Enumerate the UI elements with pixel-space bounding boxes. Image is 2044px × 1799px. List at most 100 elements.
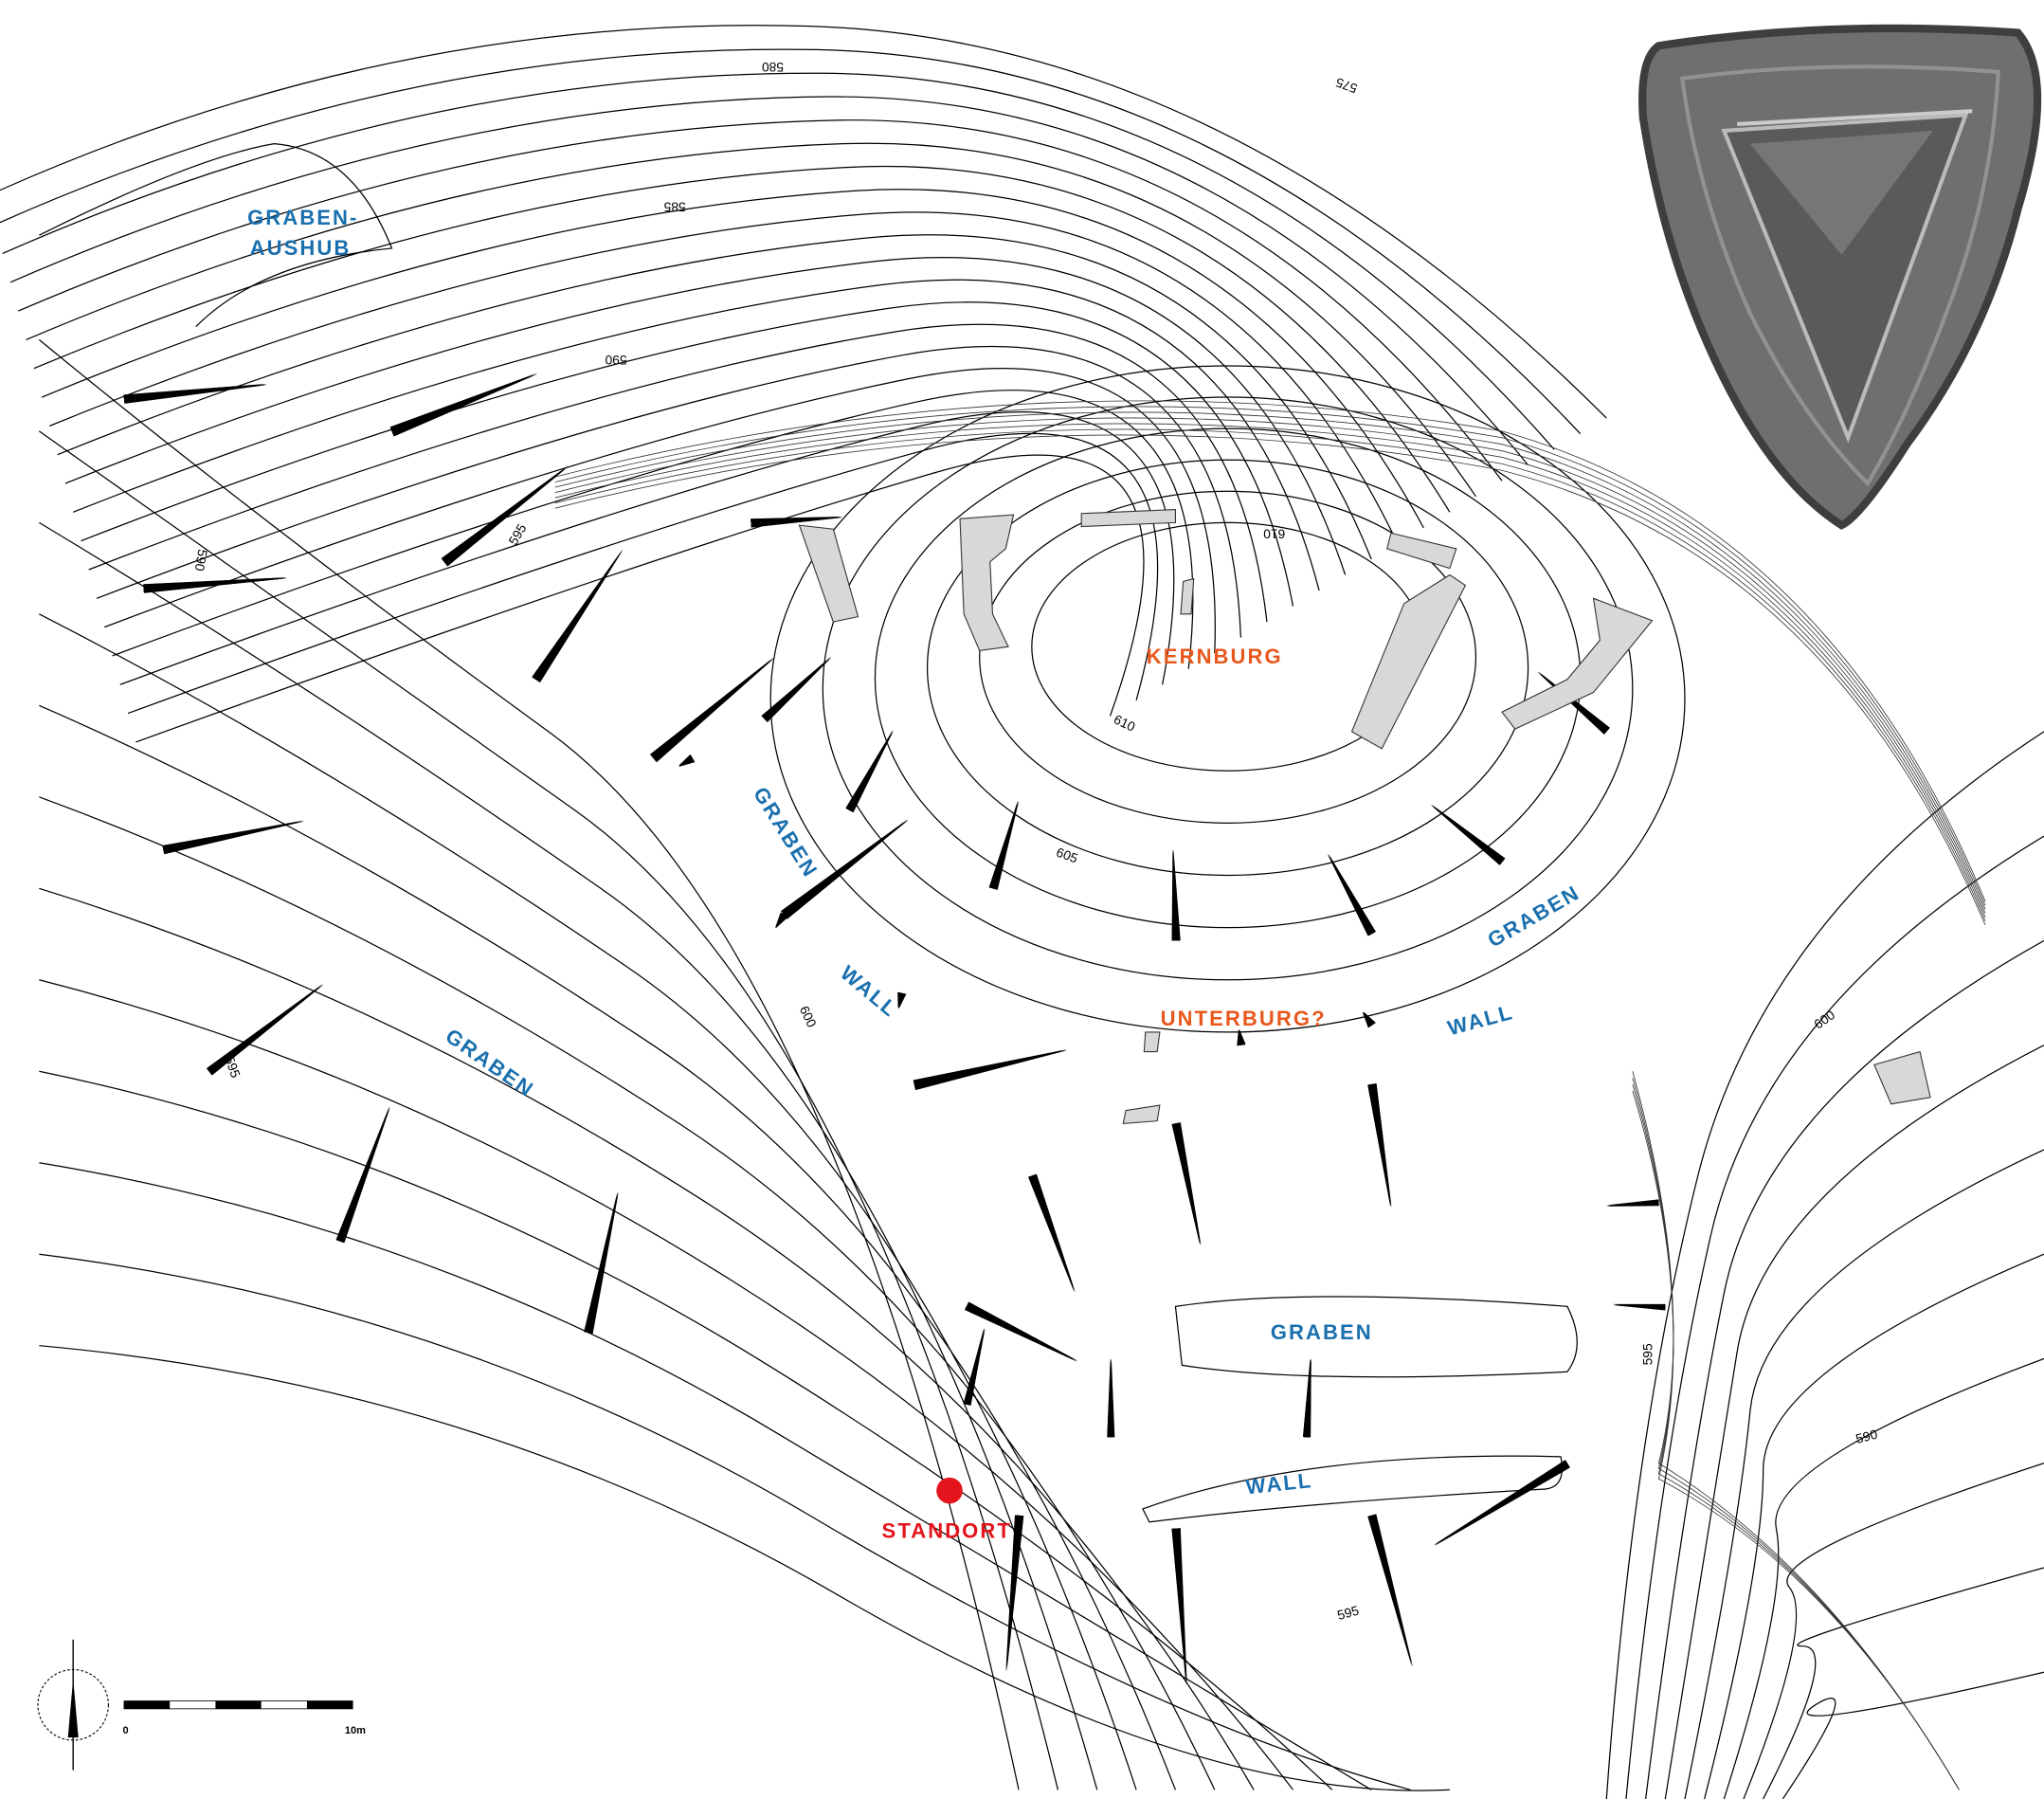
wall-fragment — [1122, 1104, 1161, 1124]
elevation-label: 595 — [506, 521, 530, 548]
wall-fragment — [1180, 577, 1195, 615]
label-graben: GRABEN — [1483, 881, 1583, 953]
contour-line — [2, 72, 1555, 450]
hachure-mark — [1434, 1461, 1570, 1547]
hachure-mark — [1172, 1528, 1187, 1685]
contour-line — [1174, 1296, 1578, 1378]
hachure-mark — [162, 821, 305, 855]
wall-fragment — [1143, 1031, 1161, 1053]
contour-line — [0, 48, 1582, 435]
hachure-mark — [1368, 1083, 1392, 1208]
cliff-line — [554, 400, 1986, 902]
contour-line — [1625, 835, 2044, 1799]
contour-line — [72, 279, 1320, 591]
label-graben: GRABEN — [749, 783, 823, 882]
wall-fragment — [1350, 573, 1467, 750]
contour-line — [39, 704, 1177, 1790]
hachure-mark — [1172, 1528, 1187, 1685]
hachure-mark — [964, 1328, 986, 1406]
hachure-mark — [1431, 804, 1506, 864]
contour-line — [1723, 1357, 2044, 1799]
contour-line — [39, 1162, 1372, 1790]
hachure-mark — [1172, 848, 1181, 941]
cliff-line — [554, 428, 1986, 921]
hachure-mark — [1368, 1514, 1413, 1667]
hachure-mark — [390, 373, 538, 437]
rock-cliff-band — [554, 400, 1986, 1790]
hachure-mark — [913, 1050, 1068, 1091]
cliff-line — [1632, 1083, 1960, 1790]
contour-line — [769, 365, 1686, 1033]
wall-fragment — [1873, 1050, 1931, 1105]
contour-line — [49, 211, 1399, 544]
cliff-line — [554, 417, 1986, 914]
scale-end: 10m — [345, 1725, 366, 1736]
contour-line — [127, 432, 1159, 715]
contour-line — [1704, 1253, 2044, 1799]
label-graben-aushub-2: AUSHUB — [250, 236, 352, 260]
hachure-mark — [1172, 1122, 1202, 1245]
contour-line — [39, 796, 1216, 1790]
hachure-mark — [1171, 1528, 1186, 1685]
label-wall: WALL — [1445, 1000, 1516, 1040]
hachure-mark — [775, 913, 788, 929]
wall-fragment — [798, 524, 859, 623]
hachure-mark — [965, 1301, 1078, 1361]
contour-line — [26, 142, 1476, 498]
contour-line — [104, 368, 1216, 654]
hachure-mark — [1172, 1528, 1187, 1685]
elevation-label: 585 — [663, 200, 685, 214]
hachure-mark — [650, 658, 775, 763]
hachure-mark — [442, 466, 569, 567]
hachure-mark — [1364, 1011, 1376, 1027]
contour-line — [39, 143, 393, 328]
elevation-label: 600 — [797, 1004, 819, 1029]
contour-line — [33, 166, 1451, 513]
cliff-line — [554, 411, 1986, 910]
contour-line — [41, 189, 1424, 529]
hachure-mark — [1606, 1200, 1659, 1207]
hachure-mark — [1238, 1029, 1246, 1046]
wall-fragment — [1386, 532, 1457, 570]
contour-line — [39, 887, 1255, 1790]
cliff-line — [554, 423, 1986, 918]
wall-fragment — [1080, 509, 1176, 528]
hachure-mark — [1006, 1515, 1024, 1672]
hachure-mark — [207, 984, 324, 1076]
contour-line — [64, 257, 1347, 575]
elevation-label: 605 — [1055, 845, 1080, 866]
hachure-mark — [989, 800, 1020, 890]
elevation-label: 575 — [1333, 75, 1359, 96]
cliff-line — [554, 406, 1986, 906]
label-kernburg: KERNBURG — [1147, 645, 1283, 668]
contour-line — [57, 234, 1372, 560]
contour-line — [1645, 939, 2044, 1799]
contour-line — [136, 454, 1145, 743]
label-graben: GRABEN — [442, 1024, 539, 1101]
hachure-mark — [678, 755, 696, 767]
hachure-mark — [585, 1191, 619, 1335]
wall-fragment — [1501, 597, 1654, 730]
scale-bar: 0 10m — [123, 1700, 366, 1736]
contour-line — [39, 979, 1293, 1790]
north-arrow — [37, 1639, 109, 1771]
hachure-mark — [1613, 1304, 1666, 1311]
wall-fragment — [959, 514, 1015, 652]
contour-line — [9, 96, 1529, 466]
hachure-mark — [1171, 1528, 1186, 1685]
contour-line — [874, 427, 1582, 929]
contour-line — [39, 1345, 1450, 1791]
contour-line — [1763, 1567, 2044, 1799]
contour-line — [1743, 1463, 2044, 1799]
elevation-label: 595 — [222, 1054, 243, 1080]
contour-line — [1782, 1671, 2044, 1799]
contour-line — [1664, 1045, 2044, 1799]
contour-line — [18, 119, 1503, 482]
hachure-mark — [1328, 853, 1376, 936]
hachure-mark — [336, 1106, 390, 1244]
contour-line — [39, 1070, 1333, 1790]
elevation-labels: 580 575 585 590 590 595 610 610 605 600 … — [191, 60, 1879, 1623]
label-graben-aushub: GRABEN- — [247, 206, 358, 229]
elevation-label: 590 — [605, 353, 626, 367]
